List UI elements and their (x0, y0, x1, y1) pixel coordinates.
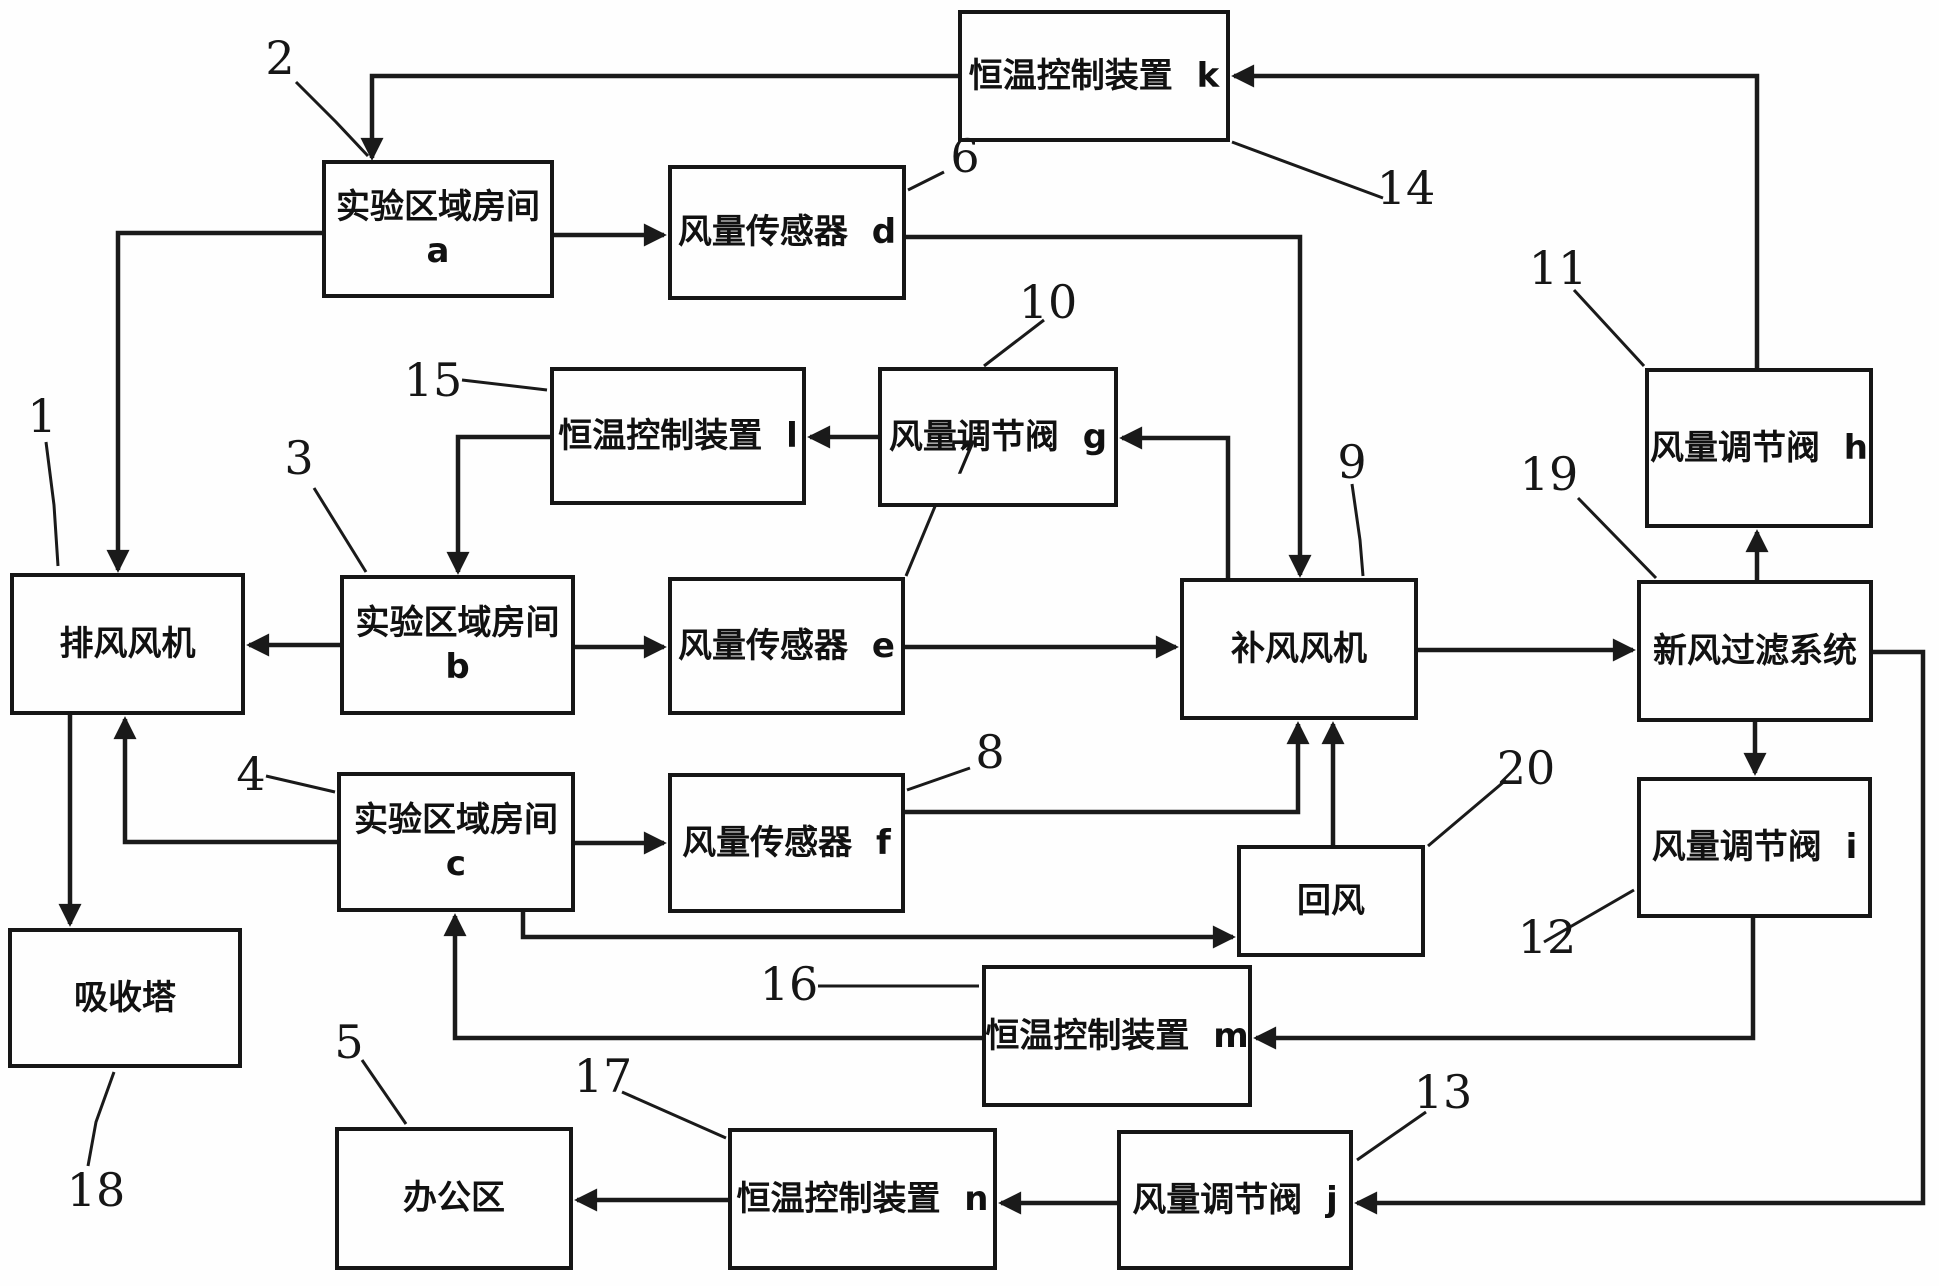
edge-room-a-to-exhaust-fan (118, 233, 322, 570)
box-thermo-l: 恒温控制装置 l (550, 367, 806, 505)
box-label: 风量调节阀 j (1132, 1178, 1338, 1222)
ref-number-9: 9 (1337, 435, 1366, 489)
edge-thermo-l-to-room-b (458, 437, 550, 572)
leader-3-line (314, 488, 366, 572)
box-label: 排风风机 (60, 622, 196, 666)
ref-number-16: 16 (760, 957, 819, 1011)
box-thermo-m: 恒温控制装置 m (982, 965, 1252, 1107)
box-exhaust-fan: 排风风机 (10, 573, 245, 715)
box-supply-fan: 补风风机 (1180, 578, 1418, 720)
ref-number-2: 2 (265, 31, 294, 85)
ref-number-13: 13 (1414, 1065, 1473, 1119)
leader-13-line (1357, 1112, 1426, 1160)
box-valve-h: 风量调节阀 h (1645, 368, 1873, 528)
box-sublabel: a (427, 229, 450, 273)
leader-5-line (362, 1060, 406, 1124)
leader-1-line (46, 442, 58, 566)
leader-9-line (1352, 484, 1363, 576)
box-room-a: 实验区域房间a (322, 160, 554, 298)
leader-8-line (907, 768, 970, 790)
box-sensor-e: 风量传感器 e (668, 577, 905, 715)
box-sensor-d: 风量传感器 d (668, 165, 906, 300)
leader-15-line (462, 380, 547, 390)
edge-supply-fan-to-valve-g (1122, 438, 1228, 578)
leader-14-line (1232, 142, 1383, 198)
box-room-c: 实验区域房间c (337, 772, 575, 912)
box-room-b: 实验区域房间b (340, 575, 575, 715)
ref-number-1: 1 (27, 389, 56, 443)
box-label: 风量调节阀 h (1650, 426, 1868, 470)
box-valve-j: 风量调节阀 j (1117, 1130, 1353, 1270)
box-label: 回风 (1297, 879, 1365, 923)
ref-number-17: 17 (574, 1049, 633, 1103)
box-label: 实验区域房间 (336, 185, 540, 229)
edge-thermo-k-to-room-a (372, 76, 958, 158)
box-sublabel: b (445, 645, 469, 689)
ref-number-19: 19 (1520, 447, 1579, 501)
box-sensor-f: 风量传感器 f (668, 773, 905, 913)
box-label: 风量调节阀 g (889, 415, 1107, 459)
box-label: 吸收塔 (74, 976, 176, 1020)
box-label: 恒温控制装置 l (558, 414, 798, 458)
leader-11-line (1574, 290, 1644, 366)
box-label: 恒温控制装置 k (969, 54, 1219, 98)
ref-number-18: 18 (67, 1163, 126, 1217)
box-label: 恒温控制装置 m (985, 1014, 1248, 1058)
ref-number-20: 20 (1497, 741, 1556, 795)
box-tower: 吸收塔 (8, 928, 242, 1068)
box-label: 实验区域房间 (354, 798, 558, 842)
box-label: 风量传感器 d (678, 210, 896, 254)
box-label: 办公区 (403, 1176, 505, 1220)
box-label: 补风风机 (1231, 627, 1367, 671)
leader-4-line (266, 776, 335, 792)
box-valve-g: 风量调节阀 g (878, 367, 1118, 507)
ref-number-3: 3 (284, 431, 313, 485)
ref-number-6: 6 (950, 129, 979, 183)
edge-valve-h-to-thermo-k (1234, 76, 1757, 368)
box-thermo-k: 恒温控制装置 k (958, 10, 1230, 142)
ref-number-15: 15 (404, 353, 463, 407)
ref-number-4: 4 (236, 747, 265, 801)
box-label: 新风过滤系统 (1653, 629, 1857, 673)
leader-6-line (908, 172, 944, 190)
leader-18-line (88, 1072, 114, 1166)
leader-20-line (1428, 780, 1506, 846)
box-sublabel: c (446, 842, 466, 886)
box-label: 风量调节阀 i (1652, 825, 1858, 869)
box-label: 恒温控制装置 n (736, 1177, 988, 1221)
ref-number-14: 14 (1377, 161, 1436, 215)
edge-sensor-f-to-supply-fan (905, 724, 1298, 812)
box-filter: 新风过滤系统 (1637, 580, 1873, 722)
ref-number-10: 10 (1019, 275, 1078, 329)
leader-2-line (296, 82, 368, 156)
ref-number-12: 12 (1518, 910, 1577, 964)
edge-room-c-to-return-air (523, 912, 1233, 937)
leader-17-line (622, 1092, 726, 1138)
box-valve-i: 风量调节阀 i (1637, 777, 1872, 918)
ref-number-5: 5 (334, 1015, 363, 1069)
box-label: 风量传感器 f (682, 821, 891, 865)
edge-room-c-to-exhaust-fan (125, 719, 337, 842)
ref-number-11: 11 (1529, 241, 1588, 295)
box-return-air: 回风 (1237, 845, 1425, 957)
edge-filter-to-valve-j (1357, 652, 1923, 1203)
box-label: 风量传感器 e (678, 624, 895, 668)
box-office: 办公区 (335, 1127, 573, 1270)
box-thermo-n: 恒温控制装置 n (728, 1128, 997, 1270)
edge-thermo-m-to-room-c (455, 916, 982, 1038)
box-label: 实验区域房间 (356, 601, 560, 645)
ref-number-8: 8 (975, 725, 1004, 779)
ref-number-7: 7 (948, 431, 977, 485)
